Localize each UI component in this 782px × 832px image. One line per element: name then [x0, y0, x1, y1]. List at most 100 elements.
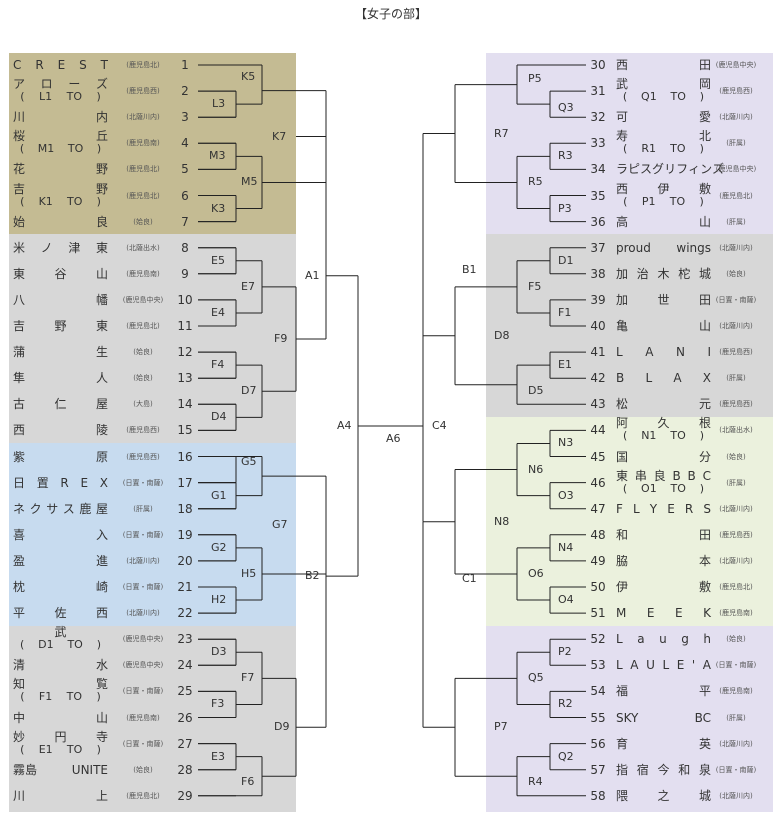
match-G1: G1	[211, 488, 227, 502]
match-K7: K7	[272, 129, 287, 143]
team-region: (北薩川内)	[719, 504, 753, 513]
match-F7: F7	[241, 671, 255, 685]
team-region: (鹿児島中央)	[715, 61, 757, 69]
team-region: (北薩川内)	[719, 791, 753, 800]
team-name: 桜丘	[13, 129, 108, 144]
page-title: 【女子の部】	[354, 7, 427, 21]
team-region: (肝属)	[726, 713, 746, 722]
team-row: 西田(鹿児島中央)30	[0, 55, 782, 75]
team-number: 20	[177, 553, 193, 568]
team-number: 17	[177, 475, 193, 490]
team-number: 49	[590, 553, 606, 568]
team-row: 東谷山(鹿児島南)9	[0, 264, 782, 284]
team-region: (鹿児島南)	[126, 139, 160, 148]
match-R2: R2	[558, 697, 573, 711]
match-D3: D3	[211, 645, 227, 659]
match-G2: G2	[211, 540, 227, 554]
match-H2: H2	[211, 593, 227, 607]
match-P2: P2	[558, 645, 572, 659]
team-number: 41	[590, 345, 606, 360]
team-region: (日置・南薩)	[122, 478, 164, 487]
team-row: 川上(鹿児島北)29	[0, 786, 782, 806]
team-number: 33	[590, 136, 606, 151]
team-region: (北薩川内)	[719, 556, 753, 565]
team-row: 紫原(鹿児島西)16	[0, 447, 782, 467]
team-name: 亀山	[616, 319, 711, 333]
team-number: 52	[590, 632, 606, 647]
team-region: (鹿児島北)	[719, 583, 753, 591]
match-E5: E5	[211, 253, 225, 267]
team-name: 武	[54, 625, 67, 640]
team-row: 伊敷(鹿児島北)50	[0, 577, 782, 597]
team-name: 始良	[13, 214, 108, 229]
match-E1: E1	[558, 358, 572, 372]
team-name: 加治木柁城	[616, 266, 711, 281]
team-region: (鹿児島北)	[126, 322, 160, 330]
team-row: 吉野東(鹿児島北)11	[0, 316, 782, 336]
team-row: 高山(肝属)36	[0, 212, 782, 232]
team-row: 川内(北薩川内)3	[0, 107, 782, 127]
team-number: 15	[177, 423, 193, 438]
match-Q5: Q5	[528, 671, 544, 685]
match-B1: B1	[462, 262, 477, 276]
team-number: 50	[590, 580, 606, 594]
team-row: 福平(鹿児島南)54	[0, 681, 782, 701]
team-number: 19	[177, 527, 193, 542]
team-number: 55	[590, 710, 606, 725]
match-D9: D9	[274, 720, 290, 734]
team-row: 亀山(北薩川内)40	[0, 316, 782, 336]
team-number: 31	[590, 84, 606, 99]
match-P3: P3	[558, 201, 572, 215]
team-region: (鹿児島西)	[719, 530, 753, 539]
team-row: 盈進(北薩川内)20	[0, 551, 782, 571]
team-row: 米ノ津東(北薩出水)8	[0, 238, 782, 258]
match-D4: D4	[211, 410, 227, 424]
team-number: 6	[181, 188, 189, 203]
team-name: 川上	[13, 788, 108, 803]
team-name: 松元	[616, 397, 711, 412]
section-bg-left-3	[9, 443, 296, 626]
team-row: 育英(北薩川内)56	[0, 734, 782, 754]
team-row: 八幡(鹿児島中央)10	[0, 290, 782, 310]
match-R7: R7	[494, 126, 509, 140]
team-name: 隈之城	[616, 788, 711, 803]
team-region: (日置・南薩)	[715, 295, 757, 304]
team-region: (日置・南薩)	[122, 530, 164, 539]
team-number: 47	[590, 501, 606, 516]
team-row: 清水(鹿児島中央)24	[0, 655, 782, 675]
match-Q2: Q2	[558, 749, 574, 763]
team-number: 28	[177, 762, 193, 777]
match-P7: P7	[494, 720, 508, 734]
team-region: (鹿児島西)	[126, 426, 160, 435]
team-number: 35	[590, 188, 606, 203]
team-region: (北薩川内)	[719, 322, 753, 330]
team-region: (鹿児島西)	[126, 452, 160, 461]
team-number: 27	[177, 736, 193, 751]
match-M3: M3	[209, 149, 226, 163]
match-C4: C4	[432, 418, 447, 432]
team-region: (鹿児島南)	[719, 687, 753, 696]
match-F4: F4	[211, 358, 225, 372]
team-number: 43	[590, 397, 606, 412]
match-R5: R5	[528, 175, 543, 189]
team-region: (日置・南薩)	[122, 687, 164, 696]
team-name: 指宿今和泉	[616, 762, 711, 777]
team-region: (鹿児島北)	[126, 191, 160, 200]
team-row: 蒲生(姶良)12	[0, 342, 782, 362]
